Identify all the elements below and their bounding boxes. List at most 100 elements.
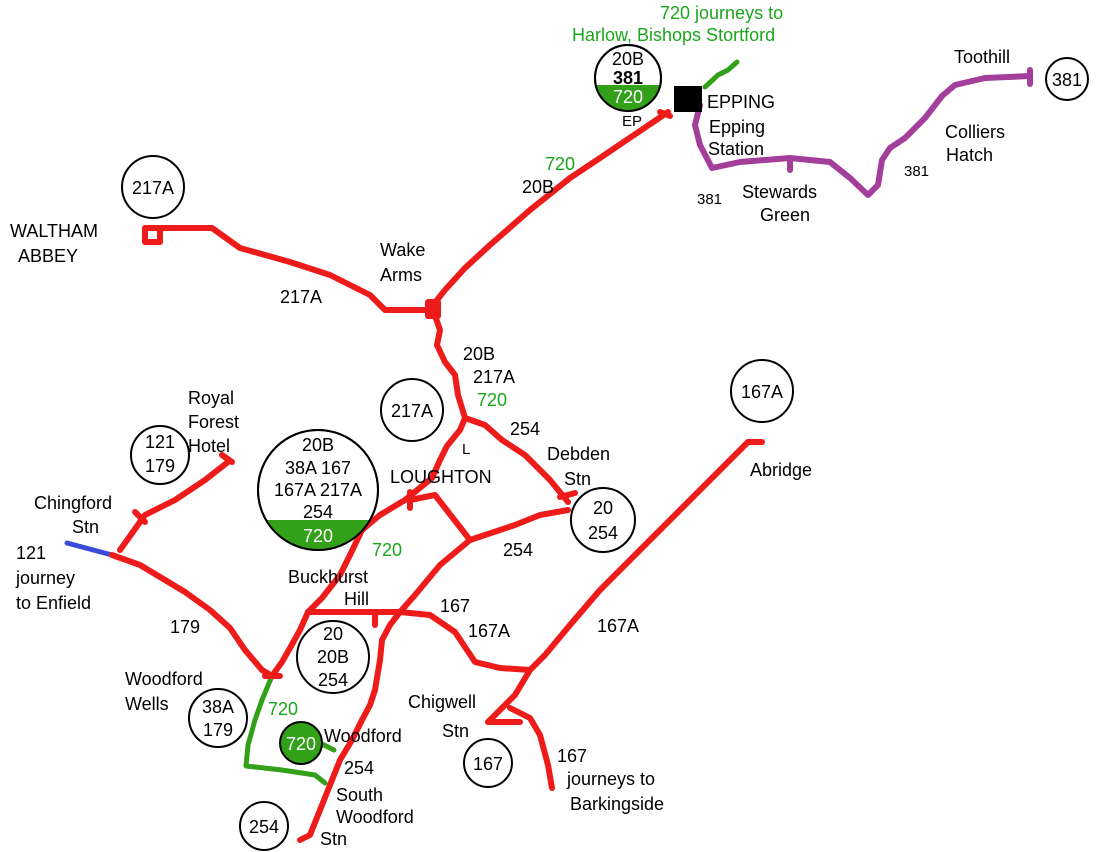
bubble-toothill-text: 381: [1052, 70, 1082, 90]
label-epping-station: Epping: [709, 117, 765, 137]
bubble-woodford-text: 720: [286, 734, 316, 754]
bubble-debden-l2: 254: [588, 523, 618, 543]
bubble-buckhurst: 20 20B 254: [296, 620, 370, 694]
bubble-loughton-big: 20B 38A 167 167A 217A 254 720: [257, 429, 379, 551]
label-south-woodford-stn-2: Woodford: [336, 807, 414, 827]
route-720-woodford-stub: [319, 741, 337, 753]
bubble-epping: 20B 381 720: [594, 44, 662, 112]
bubble-big-l1: 20B: [302, 435, 334, 455]
note-barkingside-3: Barkingside: [570, 794, 664, 814]
note-barkingside-2: journeys to: [566, 769, 655, 789]
label-waltham-abbey-2: ABBEY: [18, 246, 78, 266]
note-enfield-3: to Enfield: [16, 593, 91, 613]
label-south-woodford-stn-3: Stn: [320, 829, 347, 849]
bubble-royal-forest: 121 179: [130, 425, 190, 485]
bubble-buckhurst-l3: 254: [318, 670, 348, 690]
label-abridge: Abridge: [750, 460, 812, 480]
bubble-waltham-text: 217A: [132, 178, 174, 198]
label-stewards-green-2: Green: [760, 205, 810, 225]
note-enfield-2: journey: [15, 568, 75, 588]
route-label-167: 167: [440, 596, 470, 616]
label-stewards-green: Stewards: [742, 182, 817, 202]
label-loughton-code: L: [462, 441, 470, 458]
bubble-debden-l1: 20: [593, 498, 613, 518]
route-bubbles: 20B 381 720 217A 217A 20B 38A 167 167A 2…: [121, 44, 1089, 851]
label-south-woodford-stn: South: [336, 785, 383, 805]
bubble-loughton-217a-text: 217A: [391, 401, 433, 421]
journey-notes: 720 journeys to Harlow, Bishops Stortfor…: [15, 3, 783, 814]
label-wake-arms: Wake: [380, 240, 425, 260]
route-label-381-a: 381: [697, 191, 722, 208]
route-label-381-b: 381: [904, 163, 929, 180]
bubble-south-woodford-text: 254: [249, 817, 279, 837]
label-buckhurst-hill-2: Hill: [344, 589, 369, 609]
bubble-waltham: 217A: [121, 155, 185, 219]
route-label-720-epping: 720: [545, 154, 575, 174]
label-chingford-stn: Chingford: [34, 493, 112, 513]
route-number-labels: 720 20B 217A 20B 217A 720 254 720 254 16…: [170, 154, 929, 778]
red-routes: [109, 109, 765, 843]
route-label-254-mid: 254: [503, 540, 533, 560]
bubble-royal-l2: 179: [145, 456, 175, 476]
route-720-north: [702, 59, 740, 90]
route-label-254-woodford: 254: [344, 758, 374, 778]
label-chigwell-stn: Chigwell: [408, 692, 476, 712]
route-label-20b-epping: 20B: [522, 177, 554, 197]
note-enfield: 121: [16, 543, 46, 563]
label-royal-forest-hotel-2: Forest: [188, 412, 239, 432]
place-labels: EPPING Epping Station EP WALTHAM ABBEY W…: [10, 47, 1010, 849]
route-label-720-woodford: 720: [268, 699, 298, 719]
label-woodford-wells-2: Wells: [125, 694, 169, 714]
route-label-167a-abridge: 167A: [597, 616, 639, 636]
bubble-big-l2: 38A 167: [285, 458, 351, 478]
route-label-167a-mid: 167A: [468, 621, 510, 641]
route-label-720-buckhurst: 720: [372, 540, 402, 560]
bubble-buckhurst-l2: 20B: [317, 647, 349, 667]
route-label-179: 179: [170, 617, 200, 637]
label-epping: EPPING: [707, 92, 775, 112]
bubble-toothill: 381: [1045, 57, 1089, 101]
route-lines: [64, 59, 1033, 843]
bubble-debden: 20 254: [570, 487, 636, 553]
bubble-big-l3: 167A 217A: [274, 480, 362, 500]
route-720-woodford: [243, 673, 328, 786]
bubble-big-l5: 720: [303, 526, 333, 546]
label-waltham-abbey: WALTHAM: [10, 221, 98, 241]
label-royal-forest-hotel-3: Hotel: [188, 436, 230, 456]
bubble-south-woodford: 254: [239, 801, 289, 851]
epping-terminus: [674, 86, 702, 112]
route-label-254-debden: 254: [510, 419, 540, 439]
label-epping-station-2: Station: [708, 139, 764, 159]
label-loughton: LOUGHTON: [390, 467, 492, 487]
note-harlow: 720 journeys to: [660, 3, 783, 23]
bubble-chigwell-text: 167: [473, 754, 503, 774]
label-debden-stn: Debden: [547, 444, 610, 464]
bubble-ww-l1: 38A: [202, 697, 234, 717]
bubble-woodford-wells: 38A 179: [188, 688, 248, 748]
note-harlow-2: Harlow, Bishops Stortford: [572, 25, 775, 45]
label-debden-stn-2: Stn: [564, 469, 591, 489]
label-buckhurst-hill: Buckhurst: [288, 567, 368, 587]
bubble-abridge-text: 167A: [741, 382, 783, 402]
route-381-line: [692, 73, 1033, 198]
label-chingford-stn-2: Stn: [72, 517, 99, 537]
bubble-ww-l2: 179: [203, 720, 233, 740]
label-colliers-hatch-2: Hatch: [946, 145, 993, 165]
label-toothill: Toothill: [954, 47, 1010, 67]
label-woodford: Woodford: [324, 726, 402, 746]
bubble-epping-l2: 381: [613, 68, 643, 88]
bubble-buckhurst-l1: 20: [323, 624, 343, 644]
note-barkingside: 167: [557, 746, 587, 766]
label-royal-forest-hotel: Royal: [188, 388, 234, 408]
route-label-217a-loughton: 217A: [473, 367, 515, 387]
label-ep-code: EP: [622, 113, 642, 130]
route-label-20b-loughton: 20B: [463, 344, 495, 364]
route-121-line: [64, 540, 115, 558]
route-label-720-loughton: 720: [477, 390, 507, 410]
label-chigwell-stn-2: Stn: [442, 721, 469, 741]
bubble-big-l4: 254: [303, 502, 333, 522]
bubble-loughton-217a: 217A: [380, 378, 444, 442]
bubble-epping-l3: 720: [613, 87, 643, 107]
bubble-royal-l1: 121: [145, 432, 175, 452]
